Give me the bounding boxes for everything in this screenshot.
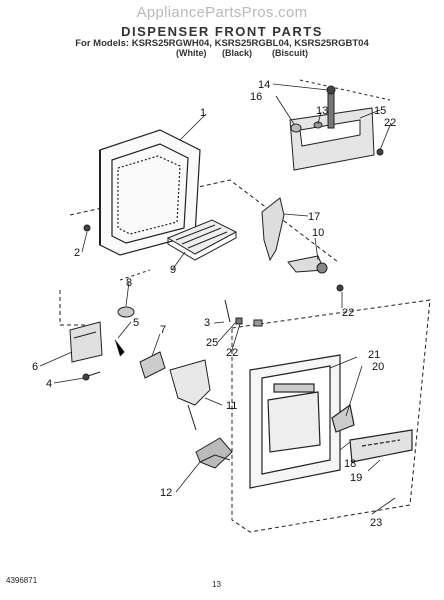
page-number: 13 [212,580,221,589]
callout-22b: 22 [342,307,354,319]
callout-9: 9 [170,264,176,276]
callout-11: 11 [226,400,237,412]
callout-1: 1 [200,107,206,119]
part-actuator-lever [261,197,344,292]
callout-7: 7 [160,324,166,336]
leader-lines [39,83,396,515]
part-left-components [69,224,135,381]
callout-23: 23 [370,517,382,529]
callout-2: 2 [74,247,80,259]
callout-8: 8 [126,277,132,289]
part-drip-tray [166,219,238,261]
callout-19: 19 [350,472,362,484]
page-title: DISPENSER FRONT PARTS [121,24,323,39]
dashed-assembly-outlines [59,79,431,533]
callout-14: 14 [258,79,270,91]
callout-20: 20 [372,361,384,373]
callout-25: 25 [206,337,218,349]
callout-5: 5 [133,317,139,329]
color-variants: (White) (Black) (Biscuit) [0,48,444,60]
callout-3: 3 [204,317,210,329]
callout-16: 16 [250,91,262,103]
variant-black: (Black) [222,48,253,58]
document-part-number: 4396871 [6,576,38,585]
part-funnel-chute [169,359,233,469]
callout-22a: 22 [384,117,396,129]
part-middle-components [139,299,263,379]
models-line: For Models: KSRS25RGWH04, KSRS25RGBL04, … [75,38,369,49]
callout-4: 4 [46,378,52,390]
callout-18: 18 [344,458,356,470]
callout-22c: 22 [226,347,238,359]
callout-13: 13 [316,105,328,117]
callout-12: 12 [160,487,172,499]
callout-labels: 1 2 3 4 5 6 7 8 9 10 11 12 13 14 15 16 1… [32,79,396,529]
callout-15: 15 [374,105,386,117]
callout-10: 10 [312,227,324,239]
part-upper-panel [289,85,384,171]
part-front-panel [249,354,413,489]
callout-17: 17 [308,211,320,223]
variant-biscuit: (Biscuit) [272,48,308,58]
watermark: AppliancePartsPros.com [136,4,308,21]
callout-21: 21 [368,349,380,361]
variant-white: (White) [176,48,207,58]
callout-6: 6 [32,361,38,373]
